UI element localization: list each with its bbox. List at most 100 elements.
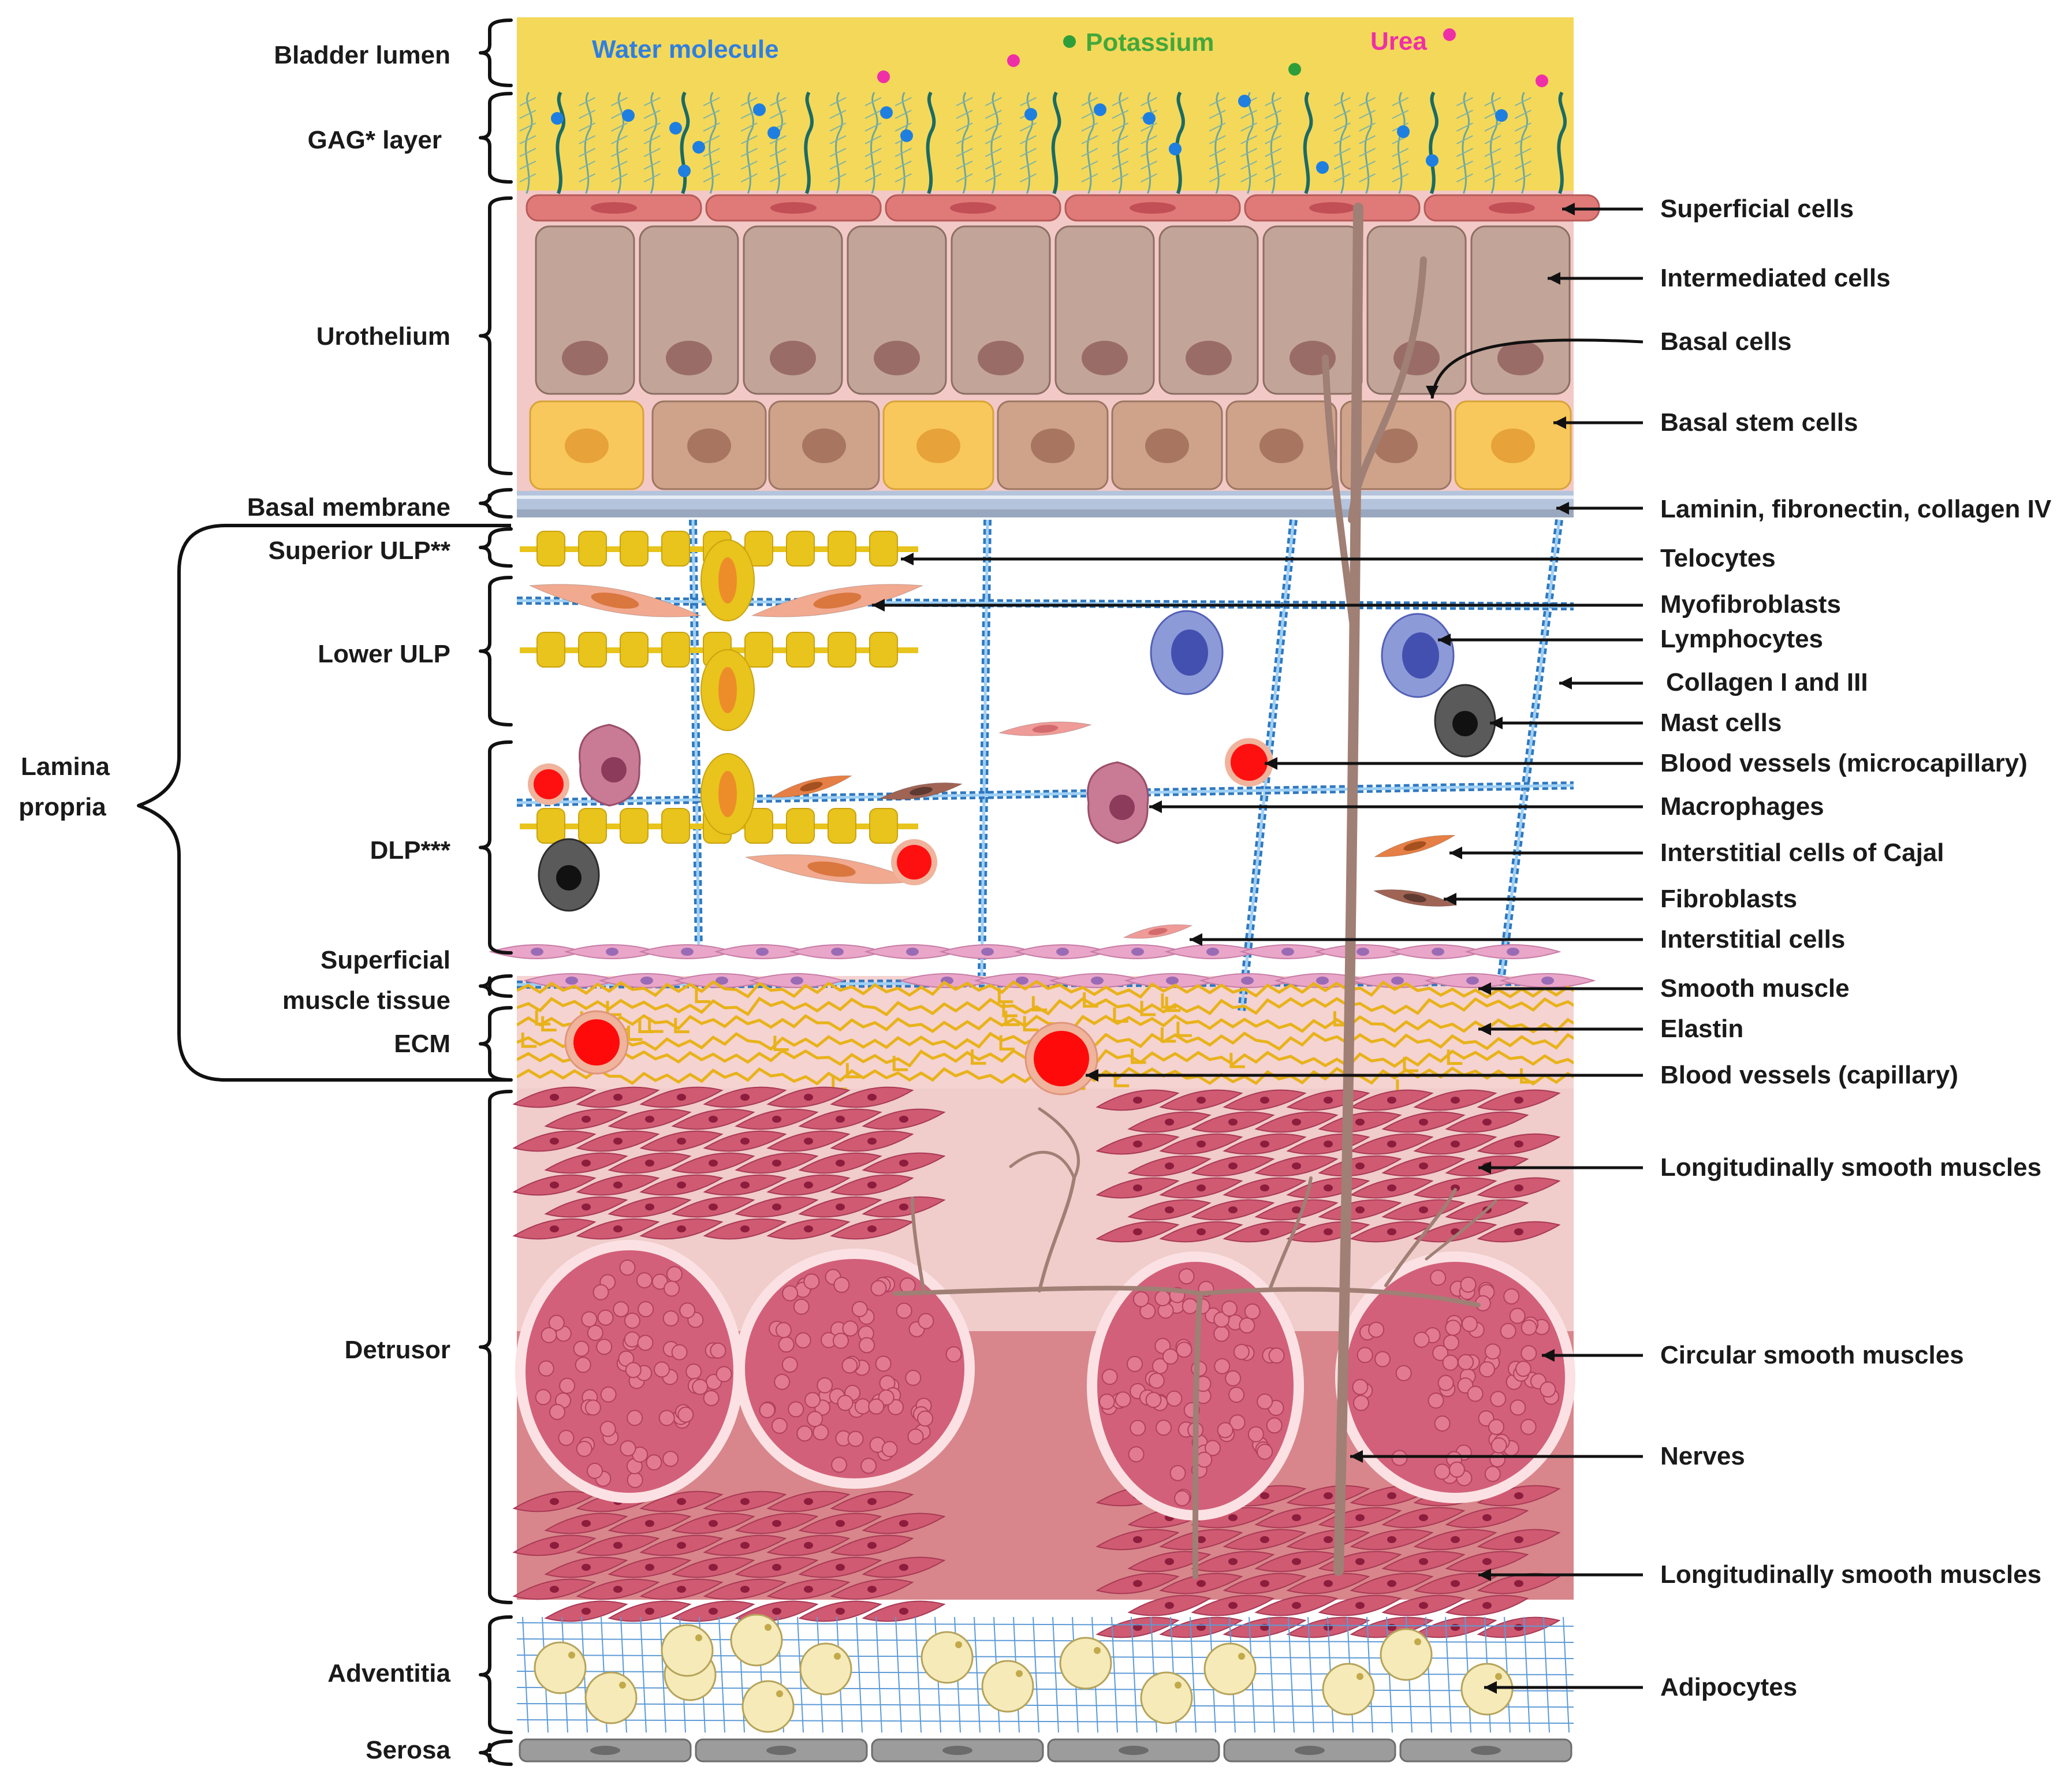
- telocyte-bead: [620, 808, 649, 844]
- longitudinal-muscle-nucleus: [550, 1225, 559, 1232]
- adipocyte: [1203, 1642, 1257, 1696]
- gag-bristle: [1141, 135, 1157, 144]
- adventitia-fibre: [1288, 1616, 1295, 1733]
- adipocyte-nucleus: [1495, 1673, 1502, 1680]
- gag-bristle: [956, 110, 973, 119]
- gag-strand: [775, 92, 783, 194]
- longitudinal-muscle-nucleus: [677, 1094, 686, 1101]
- circular-muscle-fibre: [620, 1440, 636, 1456]
- urea-dot: [1007, 54, 1020, 67]
- gag-strand: [1214, 92, 1223, 194]
- longitudinal-muscle-nucleus: [1228, 1206, 1238, 1213]
- legend-urea: Urea: [1370, 27, 1427, 55]
- circular-muscle-fibre: [581, 1311, 598, 1328]
- intermediate-cells: [535, 225, 1571, 395]
- label-serosa: Serosa: [366, 1736, 450, 1764]
- capillary-lumen: [573, 1019, 620, 1065]
- layer-brace: [479, 527, 513, 568]
- gag-bristle: [740, 97, 758, 106]
- smooth-muscle-nucleus: [1206, 948, 1219, 956]
- longitudinal-muscle-nucleus: [772, 1608, 781, 1615]
- longitudinal-muscle-nucleus: [1133, 1097, 1142, 1104]
- intermediate-cell: [1054, 225, 1155, 395]
- lamina-propria-brace: [137, 524, 511, 1082]
- circular-muscle-fibre: [671, 1344, 688, 1361]
- circular-muscle-fibre: [1430, 1269, 1447, 1286]
- intermediate-cell: [535, 225, 635, 395]
- interstitial-cell-nucleus: [1148, 927, 1168, 936]
- elastin-link: [638, 1018, 654, 1033]
- circular-muscle-fibre: [651, 1273, 668, 1290]
- longitudinal-muscle-nucleus: [1387, 1184, 1396, 1191]
- longitudinal-muscle-nucleus: [709, 1116, 718, 1123]
- pointer-head: [1562, 203, 1575, 215]
- circular-muscle-fibre: [1239, 1317, 1255, 1334]
- adipocyte: [741, 1680, 795, 1733]
- macrophage-nucleus: [601, 757, 627, 783]
- smooth-muscle-nucleus: [791, 977, 803, 985]
- longitudinal-muscle-nucleus: [1165, 1163, 1174, 1169]
- gag-bristle: [985, 161, 1002, 170]
- smooth-muscle-nucleus: [1316, 977, 1329, 985]
- circular-muscle-fibre: [575, 1357, 591, 1373]
- longitudinal-muscle-nucleus: [804, 1138, 813, 1145]
- circular-muscle-fibre: [1391, 1450, 1408, 1466]
- gag-bristle: [1141, 97, 1157, 106]
- adventitia-fibre: [1052, 1616, 1059, 1733]
- elastin-link: [1031, 996, 1048, 1012]
- circular-muscle-fibre: [775, 1322, 792, 1339]
- circular-muscle-fibre: [1221, 1301, 1238, 1317]
- label-fibroblasts: Fibroblasts: [1660, 885, 1797, 913]
- gag-bristle: [1333, 173, 1351, 182]
- gag-bristle: [985, 122, 1002, 132]
- intermediate-nucleus: [978, 341, 1024, 375]
- mast-cell-nucleus: [556, 865, 582, 890]
- serosa-nucleus: [1295, 1746, 1325, 1755]
- gag-bristle: [895, 161, 912, 170]
- myofibroblast-nucleus: [591, 593, 639, 609]
- longitudinal-muscle-nucleus: [1260, 1492, 1269, 1499]
- stem-nucleus: [916, 429, 960, 463]
- longitudinal-muscle-nucleus: [1228, 1514, 1238, 1521]
- longitudinal-muscle-nucleus: [550, 1498, 559, 1505]
- longitudinal-muscle-nucleus: [1514, 1228, 1523, 1235]
- gag-bristle: [1081, 161, 1098, 170]
- circular-muscle-fibre: [549, 1403, 565, 1420]
- adipocyte-nucleus: [776, 1690, 783, 1697]
- label-detrusor: Detrusor: [345, 1336, 450, 1364]
- longitudinal-muscle-nucleus: [582, 1160, 591, 1167]
- water-molecule-dot: [622, 109, 635, 122]
- layer-brace: [479, 1006, 513, 1082]
- label-superior-ulp: Superior ULP**: [269, 536, 451, 565]
- intermediate-nucleus: [1082, 341, 1128, 375]
- gag-bristle: [1265, 161, 1282, 170]
- circular-muscle-fibre: [881, 1441, 898, 1458]
- gag-bristle: [829, 148, 847, 157]
- longitudinal-muscle-nucleus: [1324, 1184, 1333, 1191]
- layer-brace: [479, 18, 513, 87]
- label-basal-stem-cells: Basal stem cells: [1660, 408, 1858, 437]
- gag-bristle: [643, 122, 661, 132]
- circular-muscle-fibre: [793, 1298, 810, 1315]
- superficial-nucleus: [1130, 202, 1176, 214]
- circular-muscle-fibre: [599, 1421, 616, 1437]
- circular-muscle-fibre: [804, 1392, 821, 1409]
- longitudinal-muscle-nucleus: [645, 1608, 654, 1615]
- adventitia-fibre: [1131, 1616, 1138, 1733]
- longitudinal-muscle-nucleus: [1514, 1536, 1523, 1543]
- longitudinal-muscle-nucleus: [709, 1564, 718, 1571]
- circular-muscle-fibre: [1490, 1391, 1507, 1407]
- water-molecule-dot: [692, 141, 705, 154]
- longitudinal-muscle-nucleus: [550, 1182, 559, 1188]
- elastin-link: [695, 988, 710, 1003]
- gag-bristle: [1333, 122, 1351, 132]
- circular-muscle-fibre: [597, 1309, 614, 1326]
- gag-bristle: [519, 110, 536, 119]
- longitudinal-muscle-nucleus: [645, 1520, 654, 1527]
- gag-bristle: [643, 173, 661, 182]
- adventitia-fibre: [1543, 1616, 1550, 1733]
- circular-muscle-fibre: [619, 1259, 636, 1276]
- gag-bristle: [1359, 148, 1376, 157]
- telocyte-bead: [661, 531, 690, 567]
- gag-bristle: [1265, 110, 1282, 119]
